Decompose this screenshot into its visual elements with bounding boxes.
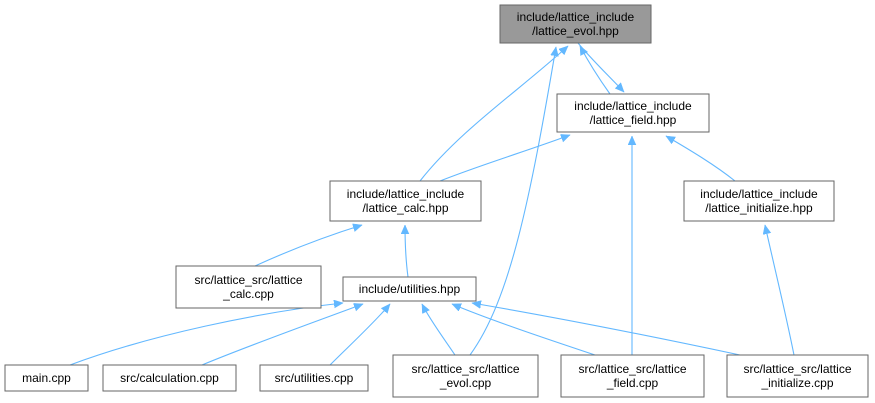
node-main-cpp[interactable]: main.cpp	[4, 364, 89, 392]
edge-path	[201, 304, 363, 366]
edge-path	[254, 225, 362, 267]
node-label-line: /lattice_calc.hpp	[362, 201, 448, 215]
edge-path	[329, 304, 391, 366]
edge-path	[439, 135, 570, 182]
node-label-line: include/utilities.hpp	[359, 282, 461, 296]
node-box	[329, 180, 482, 222]
edge-lattice-evol-cpp-to-lattice-evol-hpp	[469, 47, 556, 356]
node-box	[342, 276, 477, 302]
node-label-line: src/lattice_src/lattice	[578, 362, 686, 376]
edge-path	[405, 225, 408, 278]
node-label-line: src/calculation.cpp	[120, 371, 219, 385]
edge-path	[579, 46, 611, 95]
node-label-line: _calc.cpp	[222, 287, 274, 301]
node-box	[560, 354, 705, 398]
node-box	[556, 93, 710, 133]
node-box	[102, 364, 237, 392]
node-label-line: /lattice_initialize.hpp	[705, 201, 813, 215]
edge-lattice-field-hpp-to-lattice-evol-hpp	[579, 46, 611, 95]
node-lattice-initialize-cpp[interactable]: src/lattice_src/lattice_initialize.cpp	[726, 354, 869, 398]
edge-path	[421, 304, 456, 356]
edge-utilities-hpp-to-lattice-calc-hpp	[405, 225, 408, 278]
edge-lattice-calc-hpp-to-lattice-evol-hpp	[419, 46, 568, 182]
edge-lattice-initialize-hpp-to-lattice-field-hpp	[666, 135, 736, 182]
node-label-line: /lattice_field.hpp	[590, 113, 677, 127]
node-utilities-hpp[interactable]: include/utilities.hpp	[342, 276, 477, 302]
node-label-line: src/lattice_src/lattice	[411, 362, 519, 376]
node-label-line: _field.cpp	[606, 376, 659, 390]
edge-calculation-cpp-to-utilities-hpp	[201, 304, 363, 366]
edge-path	[469, 47, 556, 356]
edge-lattice-initialize-cpp-to-lattice-initialize-hpp	[765, 225, 795, 356]
node-label-line: src/lattice_src/lattice	[194, 273, 302, 287]
node-lattice-field-hpp[interactable]: include/lattice_include/lattice_field.hp…	[556, 93, 710, 133]
node-box	[4, 364, 89, 392]
edge-lattice-evol-hpp-to-lattice-field-hpp	[577, 42, 624, 92]
node-box	[175, 265, 322, 309]
node-lattice-evol-hpp: include/lattice_include/lattice_evol.hpp	[499, 4, 652, 44]
node-calculation-cpp[interactable]: src/calculation.cpp	[102, 364, 237, 392]
node-label-line: include/lattice_include	[347, 187, 465, 201]
edge-path	[472, 303, 741, 356]
node-label-line: _initialize.cpp	[760, 376, 833, 390]
node-label-line: include/lattice_include	[517, 10, 635, 24]
node-utilities-cpp[interactable]: src/utilities.cpp	[259, 364, 369, 392]
node-lattice-initialize-hpp[interactable]: include/lattice_include/lattice_initiali…	[683, 180, 835, 222]
edge-path	[69, 303, 343, 366]
node-label-line: _evol.cpp	[439, 376, 492, 390]
node-box	[499, 4, 652, 44]
node-label-line: src/utilities.cpp	[275, 371, 354, 385]
node-box	[726, 354, 869, 398]
edge-path	[419, 46, 568, 182]
edge-path	[666, 135, 736, 182]
edge-lattice-evol-cpp-to-utilities-hpp	[421, 304, 456, 356]
node-box	[259, 364, 369, 392]
edge-lattice-field-cpp-to-utilities-hpp	[452, 303, 596, 356]
node-label-line: include/lattice_include	[574, 99, 692, 113]
node-lattice-calc-hpp[interactable]: include/lattice_include/lattice_calc.hpp	[329, 180, 482, 222]
nodes: include/lattice_include/lattice_evol.hpp…	[4, 4, 869, 398]
edge-path	[452, 303, 596, 356]
edges	[69, 42, 795, 366]
edge-lattice-calc-hpp-to-lattice-field-hpp	[439, 135, 570, 182]
node-box	[683, 180, 835, 222]
node-lattice-evol-cpp[interactable]: src/lattice_src/lattice_evol.cpp	[392, 354, 539, 398]
node-label-line: main.cpp	[22, 371, 71, 385]
node-label-line: src/lattice_src/lattice	[743, 362, 851, 376]
node-label-line: include/lattice_include	[700, 187, 818, 201]
node-box	[392, 354, 539, 398]
edge-main-cpp-to-utilities-hpp	[69, 303, 343, 366]
node-label-line: /lattice_evol.hpp	[532, 24, 619, 38]
node-lattice-field-cpp[interactable]: src/lattice_src/lattice_field.cpp	[560, 354, 705, 398]
edge-lattice-initialize-cpp-to-utilities-hpp	[472, 303, 741, 356]
node-lattice-calc-cpp[interactable]: src/lattice_src/lattice_calc.cpp	[175, 265, 322, 309]
edge-path	[577, 42, 624, 92]
edge-utilities-cpp-to-utilities-hpp	[329, 304, 391, 366]
edge-lattice-calc-cpp-to-lattice-calc-hpp	[254, 225, 362, 267]
edge-path	[765, 225, 795, 356]
